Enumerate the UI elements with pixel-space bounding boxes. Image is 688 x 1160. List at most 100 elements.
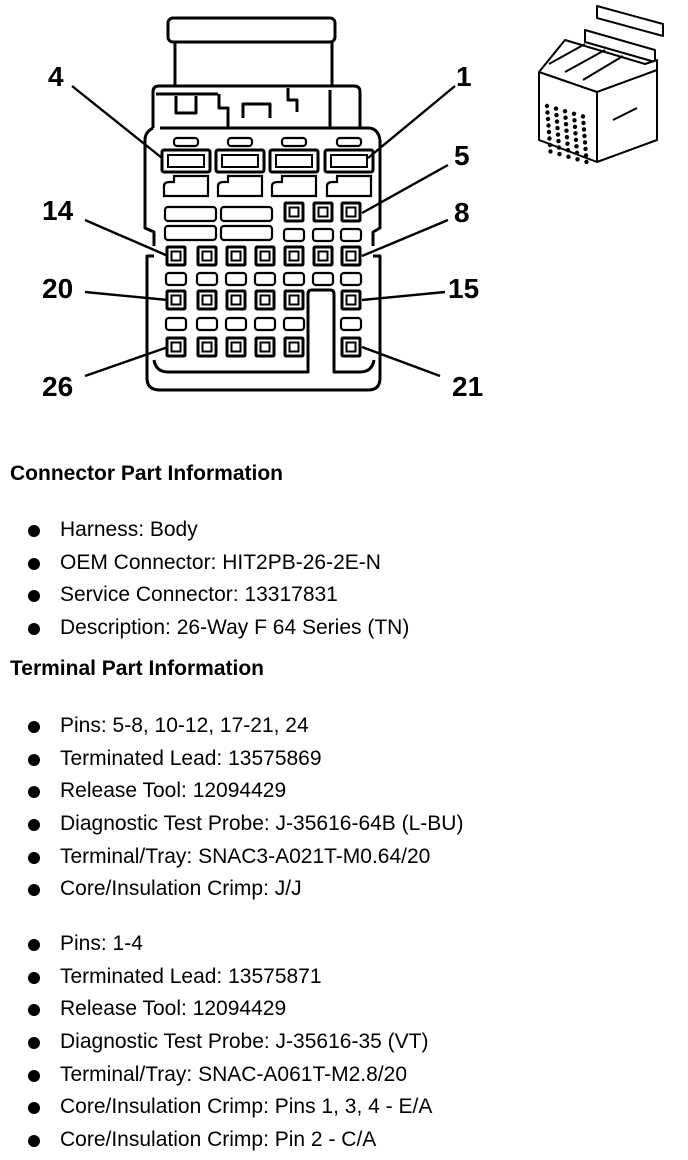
pin-label-20: 20 xyxy=(42,273,73,304)
pin-label-14: 14 xyxy=(42,195,74,226)
list-item: Terminal/Tray: SNAC3-A021T-M0.64/20 xyxy=(0,841,463,874)
list-item: Core/Insulation Crimp: Pin 2 - C/A xyxy=(0,1124,432,1157)
callout-leader-21 xyxy=(361,345,441,378)
pin-label-5: 5 xyxy=(454,140,470,171)
isometric-hole xyxy=(584,159,589,165)
pin-label-15: 15 xyxy=(448,273,479,304)
terminal-cavity-inner xyxy=(288,206,300,218)
terminal-cavity-inner xyxy=(345,250,357,262)
terminal-cavity-inner xyxy=(345,294,357,306)
latch-stem xyxy=(173,42,334,86)
blank-cavity xyxy=(339,316,363,332)
slot-small xyxy=(172,136,200,148)
list-item-text: Harness: Body xyxy=(60,518,198,541)
power-terminal-cavity xyxy=(268,148,320,174)
isometric-hole xyxy=(556,138,561,144)
housing-lower xyxy=(145,254,382,392)
lock-cavity xyxy=(162,174,210,198)
list-item: Core/Insulation Crimp: Pins 1, 3, 4 - E/… xyxy=(0,1091,432,1124)
bullet-icon xyxy=(28,884,40,897)
bullet-icon xyxy=(28,721,40,733)
bullet-icon xyxy=(28,786,40,799)
terminal-cavity-inner xyxy=(288,341,300,353)
callout-leader-5 xyxy=(361,163,449,215)
list-item-text: Terminated Lead: 13575871 xyxy=(60,964,322,988)
list-item: OEM Connector: HIT2PB-26-2E-N xyxy=(0,547,409,580)
bullet-icon xyxy=(28,971,40,984)
terminal-cavity xyxy=(283,201,305,223)
bullet-icon xyxy=(28,623,40,636)
pin-label-8: 8 xyxy=(454,197,470,228)
list-item-text: Pins: 1-4 xyxy=(60,932,143,955)
terminal-cavity xyxy=(225,289,247,311)
isometric-hole xyxy=(582,140,588,145)
list-item-text: Diagnostic Test Probe: J-35616-35 (VT) xyxy=(60,1030,429,1054)
blank-cavity xyxy=(311,227,335,243)
list-item-text: Terminal/Tray: SNAC-A061T-M2.8/20 xyxy=(60,1062,408,1086)
terminal-cavity xyxy=(340,245,362,267)
power-terminal-inner xyxy=(167,154,205,168)
cavity-grid xyxy=(160,136,375,358)
housing-body xyxy=(143,126,382,246)
list-item: Diagnostic Test Probe: J-35616-64B (L-BU… xyxy=(0,808,463,841)
isometric-hole xyxy=(572,118,577,123)
list-item: Diagnostic Test Probe: J-35616-35 (VT) xyxy=(0,1026,432,1059)
housing-upper xyxy=(151,84,362,128)
bullet-icon xyxy=(28,1135,40,1148)
blank-cavity xyxy=(164,271,188,287)
terminal-cavity-inner xyxy=(230,250,242,262)
list-item-text: Core/Insulation Crimp: Pin 2 - C/A xyxy=(60,1128,377,1152)
bullet-icon xyxy=(28,557,40,570)
isometric-hole xyxy=(555,132,561,137)
terminal-cavity-inner xyxy=(170,250,182,262)
terminal-cavity xyxy=(283,336,305,358)
blank-cavity xyxy=(282,227,306,243)
blank-cavity xyxy=(282,316,306,332)
bullet-icon xyxy=(28,1037,40,1050)
bullet-icon xyxy=(28,525,40,537)
isometric-hole xyxy=(574,144,579,149)
list-item: Harness: Body xyxy=(0,514,409,547)
terminal-cavity-inner xyxy=(201,250,213,262)
terminal-cavity xyxy=(225,245,247,267)
isometric-hole xyxy=(580,114,586,119)
terminal-cavity xyxy=(340,289,362,311)
bullet-icon xyxy=(28,939,40,951)
isometric-hole xyxy=(571,111,577,117)
blank-cavity xyxy=(219,224,274,242)
isometric-hole xyxy=(581,127,587,132)
power-terminal-inner xyxy=(275,154,313,168)
terminal-cavity-inner xyxy=(259,294,271,306)
isometric-hole xyxy=(557,151,562,157)
blank-cavity xyxy=(253,316,277,332)
terminal-cavity-inner xyxy=(288,294,300,306)
list-item-text: Terminal/Tray: SNAC3-A021T-M0.64/20 xyxy=(60,844,431,868)
isometric-hole xyxy=(581,120,586,126)
list-item-text: Release Tool: 12094429 xyxy=(60,779,287,803)
terminal-cavity-inner xyxy=(230,294,242,306)
callout-leader-15 xyxy=(361,290,446,302)
blank-cavity xyxy=(195,316,219,332)
blank-cavity xyxy=(219,205,274,223)
isometric-hole xyxy=(545,110,550,115)
list-item: Pins: 5-8, 10-12, 17-21, 24 xyxy=(0,710,463,743)
isometric-hole xyxy=(562,109,568,114)
list-item-text: Service Connector: 13317831 xyxy=(60,583,338,607)
isometric-hole xyxy=(564,128,569,133)
isometric-hole xyxy=(583,146,588,152)
terminal-cavity-inner xyxy=(170,294,182,306)
isometric-hole xyxy=(544,103,550,109)
terminal-cavity xyxy=(312,245,334,267)
callout-leader-4 xyxy=(71,85,163,159)
bullet-icon xyxy=(28,1069,40,1082)
blank-cavity xyxy=(253,271,277,287)
isometric-hole xyxy=(554,119,560,124)
terminal-cavity xyxy=(225,336,247,358)
latch-tab xyxy=(166,16,337,44)
bullet-icon xyxy=(28,753,40,766)
power-terminal-inner xyxy=(330,154,368,168)
isometric-hole xyxy=(572,124,578,129)
power-terminal-inner xyxy=(221,154,259,168)
isometric-hole xyxy=(563,122,569,127)
list-item: Core/Insulation Crimp: J/J xyxy=(0,873,463,906)
